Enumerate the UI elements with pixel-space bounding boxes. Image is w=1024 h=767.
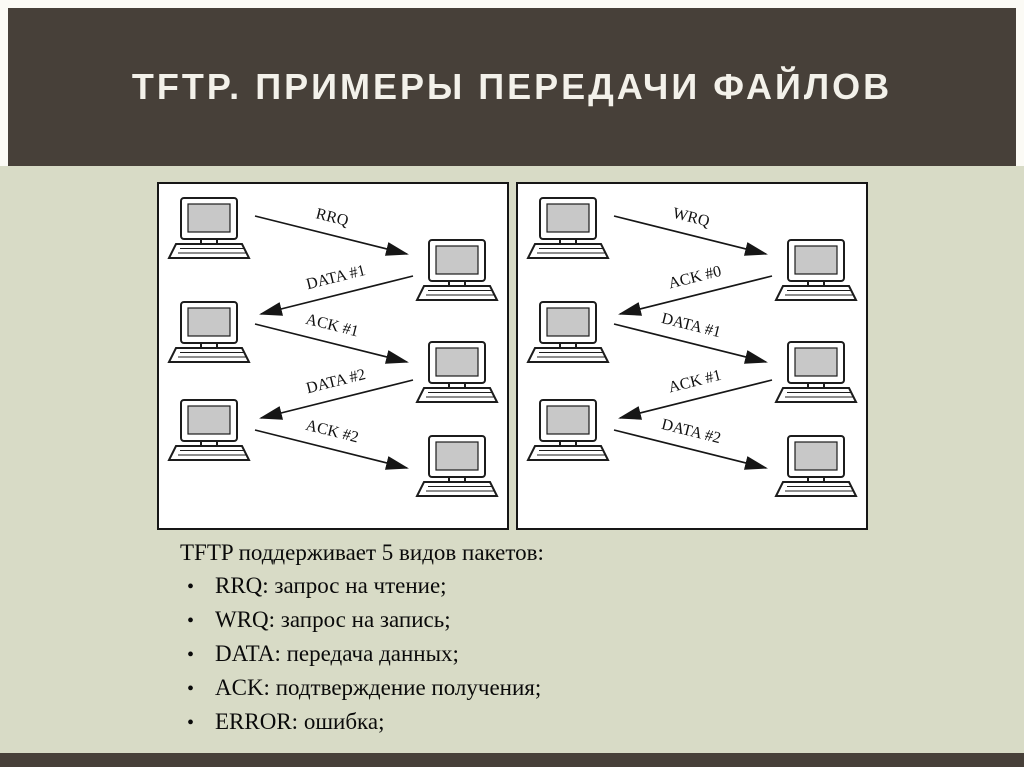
slide-content: RRQ DATA #1 ACK #1 DATA #2 ACK #2 [0, 166, 1024, 753]
packet-types-block: TFTP поддерживает 5 видов пакетов: • RRQ… [180, 540, 1024, 735]
message-label: ACK #0 [666, 263, 722, 293]
message-label: ACK #1 [303, 311, 359, 341]
list-item: • ACK: подтверждение получения; [180, 675, 1024, 701]
message-label: DATA #1 [304, 262, 367, 293]
list-item: • DATA: передача данных; [180, 641, 1024, 667]
message-arrow [254, 215, 409, 256]
server-computer-icon [415, 341, 498, 403]
server-computer-icon [415, 435, 498, 497]
bullet-icon: • [187, 678, 195, 700]
list-item: • RRQ: запрос на чтение; [180, 573, 1024, 599]
client-computer-icon [526, 197, 609, 259]
bullet-icon: • [187, 610, 195, 632]
title-band: TFTP. ПРИМЕРЫ ПЕРЕДАЧИ ФАЙЛОВ [8, 8, 1016, 166]
message-arrow [613, 323, 768, 364]
bullet-icon: • [187, 576, 195, 598]
client-computer-icon [167, 197, 250, 259]
bullet-icon: • [187, 644, 195, 666]
message-label: WRQ [670, 205, 711, 231]
read-sequence-diagram: RRQ DATA #1 ACK #1 DATA #2 ACK #2 [167, 197, 498, 497]
message-label: RRQ [314, 205, 350, 230]
bottom-band [0, 753, 1024, 767]
client-computer-icon [526, 399, 609, 461]
packet-types-list: • RRQ: запрос на чтение; • WRQ: запрос н… [180, 573, 1024, 735]
packet-type-text: DATA: передача данных; [215, 641, 459, 666]
server-computer-icon [415, 239, 498, 301]
bullet-icon: • [187, 712, 195, 734]
client-computer-icon [167, 301, 250, 363]
message-arrow [613, 215, 768, 256]
list-item: • WRQ: запрос на запись; [180, 607, 1024, 633]
write-sequence-diagram: WRQ ACK #0 DATA #1 ACK #1 DATA #2 [526, 197, 857, 497]
diagram-panels: RRQ DATA #1 ACK #1 DATA #2 ACK #2 [0, 166, 1024, 530]
client-computer-icon [526, 301, 609, 363]
packet-type-text: WRQ: запрос на запись; [215, 607, 451, 632]
page-title: TFTP. ПРИМЕРЫ ПЕРЕДАЧИ ФАЙЛОВ [131, 66, 893, 107]
message-label: DATA #2 [659, 416, 722, 447]
packet-type-text: RRQ: запрос на чтение; [215, 573, 447, 598]
message-label: ACK #2 [303, 417, 359, 447]
message-arrow [254, 323, 409, 364]
message-arrow [258, 379, 413, 420]
message-arrow [254, 429, 409, 470]
packet-types-intro: TFTP поддерживает 5 видов пакетов: [180, 540, 544, 565]
message-label: DATA #1 [659, 310, 722, 341]
list-item: • ERROR: ошибка; [180, 709, 1024, 735]
client-computer-icon [167, 399, 250, 461]
server-computer-icon [774, 341, 857, 403]
write-example-panel: WRQ ACK #0 DATA #1 ACK #1 DATA #2 [515, 182, 868, 530]
server-computer-icon [774, 239, 857, 301]
packet-type-text: ACK: подтверждение получения; [215, 675, 542, 700]
message-label: ACK #1 [666, 367, 722, 397]
message-arrow [617, 379, 772, 420]
message-arrow [617, 275, 772, 316]
message-arrow [258, 275, 413, 316]
server-computer-icon [774, 435, 857, 497]
message-arrow [613, 429, 768, 470]
message-label: DATA #2 [304, 366, 367, 397]
read-example-panel: RRQ DATA #1 ACK #1 DATA #2 ACK #2 [156, 182, 509, 530]
packet-type-text: ERROR: ошибка; [215, 709, 385, 734]
